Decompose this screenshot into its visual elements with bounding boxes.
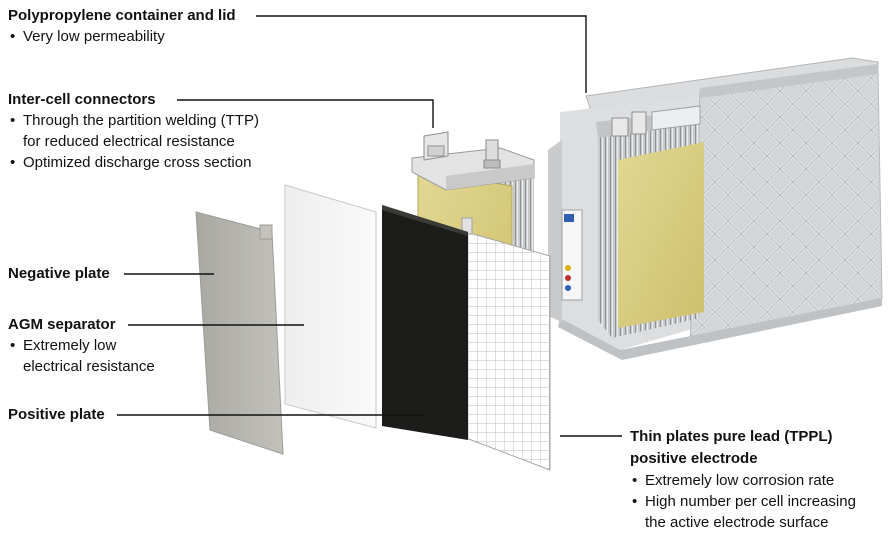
bullet-item: Extremely low corrosion rate: [630, 470, 856, 491]
leader-lines: [117, 15, 622, 437]
agm-separator-illustration: [284, 184, 377, 429]
bullet-item: High number per cell increasing the acti…: [630, 491, 856, 533]
callout-tppl: Thin plates pure lead (TPPL) positive el…: [630, 426, 856, 533]
callout-agm: AGM separator Extremely low electrical r…: [8, 315, 155, 377]
callout-negative-title: Negative plate: [8, 265, 110, 282]
callout-connectors-title: Inter-cell connectors: [8, 91, 156, 108]
leader-container: [256, 15, 587, 93]
leader-connectors: [177, 99, 434, 128]
bullet-item: Optimized discharge cross section: [8, 152, 259, 173]
bullet-item: Extremely low electrical resistance: [8, 335, 155, 377]
callout-container-title: Polypropylene container and lid: [8, 7, 236, 24]
callout-connectors: Inter-cell connectors Through the partit…: [8, 90, 259, 173]
callout-negative: Negative plate: [8, 264, 110, 284]
callout-agm-bullets: Extremely low electrical resistance: [8, 335, 155, 377]
tppl-grid-illustration: [461, 217, 551, 471]
positive-plate-illustration: [382, 205, 468, 440]
negative-plate-illustration: [195, 211, 284, 455]
callout-tppl-title: Thin plates pure lead (TPPL) positive el…: [630, 428, 833, 467]
callout-positive-title: Positive plate: [8, 406, 105, 423]
bullet-item: Very low permeability: [8, 26, 236, 47]
callout-connectors-bullets: Through the partition welding (TTP) for …: [8, 110, 259, 173]
battery-case-illustration: [548, 57, 883, 360]
bullet-item: Through the partition welding (TTP) for …: [8, 110, 259, 152]
callout-container: Polypropylene container and lid Very low…: [8, 6, 236, 47]
callout-container-bullets: Very low permeability: [8, 26, 236, 47]
callout-agm-title: AGM separator: [8, 316, 116, 333]
callout-positive: Positive plate: [8, 405, 105, 425]
callout-tppl-bullets: Extremely low corrosion rate High number…: [630, 470, 856, 533]
